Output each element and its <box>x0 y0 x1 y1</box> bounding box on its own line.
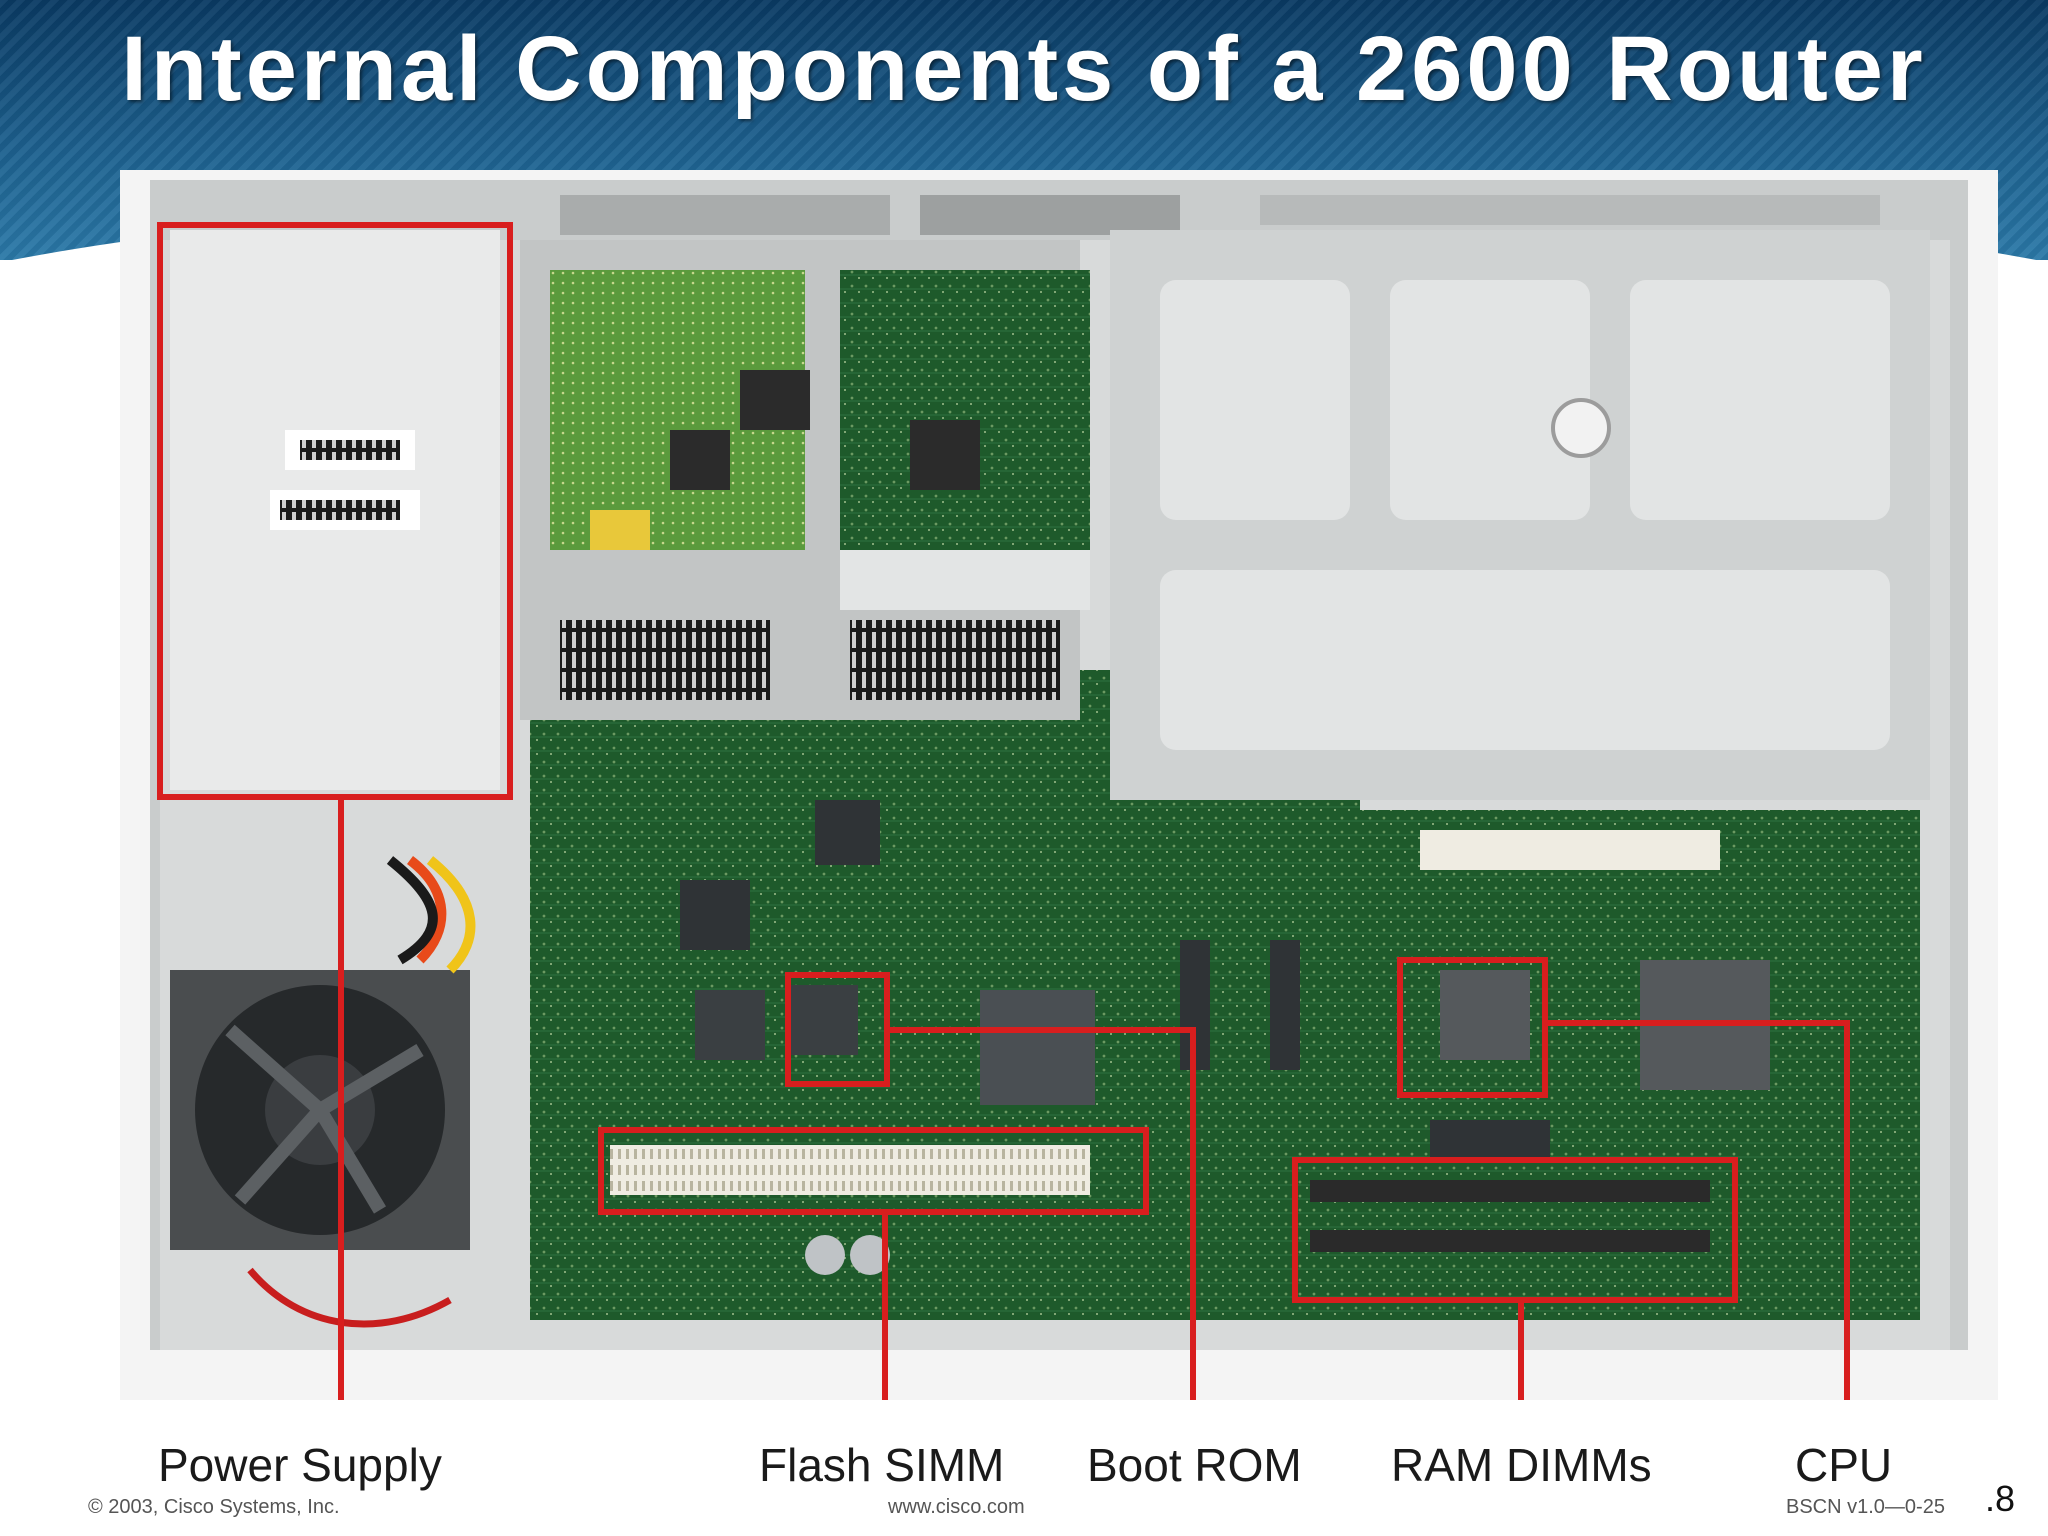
label-boot-rom: Boot ROM <box>1087 1439 1302 1491</box>
cpu-highlight <box>1397 957 1548 1098</box>
router-photo <box>120 170 1998 1400</box>
ram-dimm-slot-1 <box>1310 1180 1710 1202</box>
cpu-chip <box>1440 970 1530 1060</box>
ram-dimm-slot-2 <box>1310 1230 1710 1252</box>
flash-simm-slot <box>610 1145 1090 1195</box>
router-illustration <box>150 180 1968 1400</box>
ram-dimms-highlight <box>1292 1157 1738 1303</box>
callout-leader-lines <box>338 797 1850 1400</box>
label-flash-simm: Flash SIMM <box>759 1439 1005 1491</box>
label-ram-dimms: RAM DIMMs <box>1391 1439 1652 1491</box>
label-power-supply: Power Supply <box>158 1439 442 1491</box>
footer-copyright: © 2003, Cisco Systems, Inc. <box>88 1496 340 1518</box>
slide-number: .8 <box>1985 1478 2016 1519</box>
footer-url: www.cisco.com <box>888 1496 1025 1518</box>
slide-title: Internal Components of a 2600 Router <box>121 18 1927 120</box>
boot-rom-chip <box>788 985 858 1055</box>
label-cpu: CPU <box>1795 1439 1893 1491</box>
flash-simm-highlight <box>598 1127 1149 1215</box>
wic-card-right <box>840 270 1090 550</box>
footer-course-code: BSCN v1.0—0-25 <box>1786 1496 1945 1518</box>
power-supply-highlight <box>157 222 513 800</box>
